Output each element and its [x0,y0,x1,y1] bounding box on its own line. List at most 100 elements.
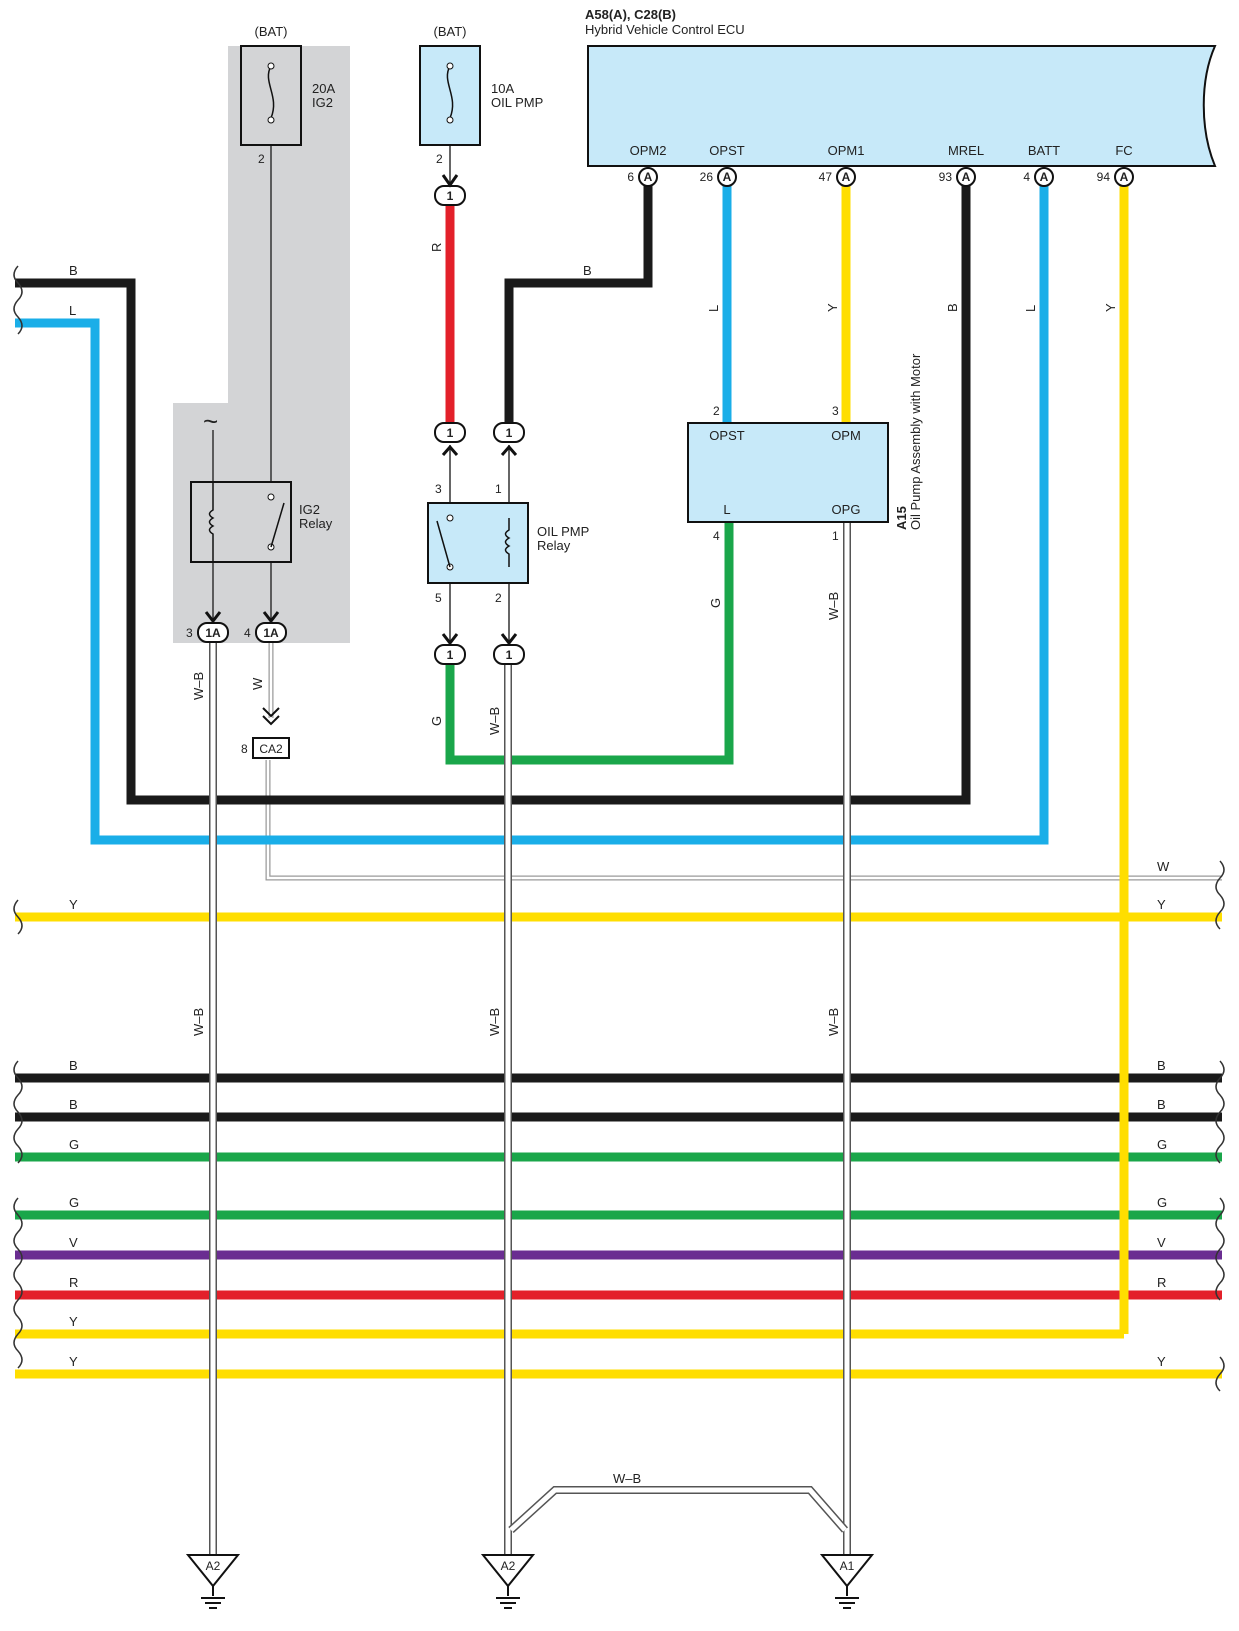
svg-text:A: A [1120,170,1129,184]
fuse-oilpmp-name: OIL PMP [491,95,543,110]
svg-text:A2: A2 [206,1559,221,1573]
junction-ca2-pin: 8 [241,742,248,756]
wire-label-b-left: B [69,263,78,278]
wire-label-v-left: V [69,1235,78,1250]
svg-text:A: A [1040,170,1049,184]
wire-label-wb-5: W–B [487,1008,502,1036]
pump-id: A15 [894,506,909,530]
ig2-relay: IG2 Relay [190,481,333,563]
fuse-ig2-pin: 2 [258,152,265,166]
wire-label-b-left-3: B [69,1097,78,1112]
wire-label-y-right: Y [1157,897,1166,912]
svg-text:A1: A1 [840,1559,855,1573]
wire-label-g-left-2: G [69,1195,79,1210]
svg-text:1: 1 [506,648,513,662]
fuse-oilpmp: (BAT) 10A OIL PMP 2 [419,24,543,166]
wire-l-batt [15,180,1049,845]
wire-label-y-left-1: Y [69,897,78,912]
svg-text:1A: 1A [263,626,279,640]
ig2-relay-label-2: Relay [299,516,333,531]
pump-terminal-opm: OPM [831,428,861,443]
wire-label-g-left-1: G [69,1137,79,1152]
fuse-ig2-source: (BAT) [255,24,288,39]
ground-a1-right: A1 [819,1554,875,1609]
oilpmp-relay-pin-3: 3 [435,482,442,496]
svg-text:A: A [644,170,653,184]
ecu-terminal-opst: OPST [709,143,744,158]
svg-text:1: 1 [447,648,454,662]
ecu-title: A58(A), C28(B) [585,7,676,22]
wire-b-opm2 [504,180,653,425]
wire-label-l-left: L [69,303,76,318]
svg-text:1A: 1A [205,626,221,640]
fuse-oilpmp-pin: 2 [436,152,443,166]
oil-pump-assembly: OPST OPM L OPG 2 3 4 1 A15 Oil Pump Asse… [687,353,923,543]
ig2-relay-pin-3: 3 [186,626,193,640]
wire-label-y-opm1: Y [825,303,840,312]
wire-label-g-pump: G [708,598,723,608]
wire-label-y-right-2: Y [1157,1354,1166,1369]
wire-label-g-relay: G [429,716,444,726]
wire-g [445,522,734,765]
wire-label-b-right-2: B [1157,1097,1166,1112]
wire-label-r-left: R [69,1275,78,1290]
pump-pin-opst: 2 [713,404,720,418]
ecu-connectors: A A A A A A 6 26 47 93 4 94 [627,167,1134,187]
fuse-ig2-name: IG2 [312,95,333,110]
bus-break-marks [13,265,1225,1392]
ecu-pin-fc: 94 [1097,170,1111,184]
ground-a2-left: A2 [185,1554,241,1609]
wire-w [265,760,1222,881]
ground-a2-middle: A2 [480,1554,536,1609]
svg-text:1: 1 [447,189,454,203]
wire-label-w-right: W [1157,859,1170,874]
wire-labels: B L Y B B G G V R Y Y W Y B B G G V R Y … [69,243,1170,1486]
wire-label-wb-2: W–B [487,707,502,735]
oilpmp-relay: OIL PMP Relay 3 1 5 2 [427,482,589,605]
wire-label-wb-1: W–B [191,672,206,700]
wire-label-wb-3: W–B [826,592,841,620]
pump-terminal-opg: OPG [832,502,861,517]
pump-terminal-opst: OPST [709,428,744,443]
oilpmp-relay-pin-1: 1 [495,482,502,496]
wire-label-wb-7: W–B [613,1471,641,1486]
wire-label-l-batt: L [1023,305,1038,312]
pump-pin-l: 4 [713,529,720,543]
pump-pin-opg: 1 [832,529,839,543]
wire-label-g-right-1: G [1157,1137,1167,1152]
fuse-oilpmp-source: (BAT) [434,24,467,39]
fuse-ig2-rating: 20A [312,81,335,96]
fuse-oilpmp-rating: 10A [491,81,514,96]
ecu-pin-batt: 4 [1023,170,1030,184]
oilpmp-relay-label: OIL PMP [537,524,589,539]
ecu-terminal-opm1: OPM1 [828,143,865,158]
ecu-subtitle: Hybrid Vehicle Control ECU [585,22,745,37]
wire-label-g-right-2: G [1157,1195,1167,1210]
wire-label-l-opst: L [706,305,721,312]
ig2-relay-label: IG2 [299,502,320,517]
wire-label-y-left-3: Y [69,1354,78,1369]
oilpmp-relay-pin-5: 5 [435,591,442,605]
pump-name: Oil Pump Assembly with Motor [908,353,923,530]
svg-text:A: A [723,170,732,184]
ecu-pin-opst: 26 [700,170,714,184]
wire-label-v-right: V [1157,1235,1166,1250]
bus-lines [15,912,1222,1379]
wire-label-wb-4: W–B [191,1008,206,1036]
wire-b-mrel [15,180,971,805]
oilpmp-relay-pin-2: 2 [495,591,502,605]
ecu-terminal-mrel: MREL [948,143,984,158]
pump-terminal-l: L [723,502,730,517]
wire-label-y-left-2: Y [69,1314,78,1329]
wb-wires [209,522,851,1555]
wire-label-w-relay: W [250,677,265,690]
connector-1-group: 1 1 1 1 1 [434,174,525,665]
wire-label-r-right: R [1157,1275,1166,1290]
ecu-box [587,45,1217,167]
junction-ca2-id: CA2 [259,742,283,756]
ig2-relay-pin-4: 4 [244,626,251,640]
wire-label-r-vert: R [429,243,444,252]
oilpmp-relay-label-2: Relay [537,538,571,553]
connector-1a-group: 1A 1A 3 4 [186,611,287,643]
